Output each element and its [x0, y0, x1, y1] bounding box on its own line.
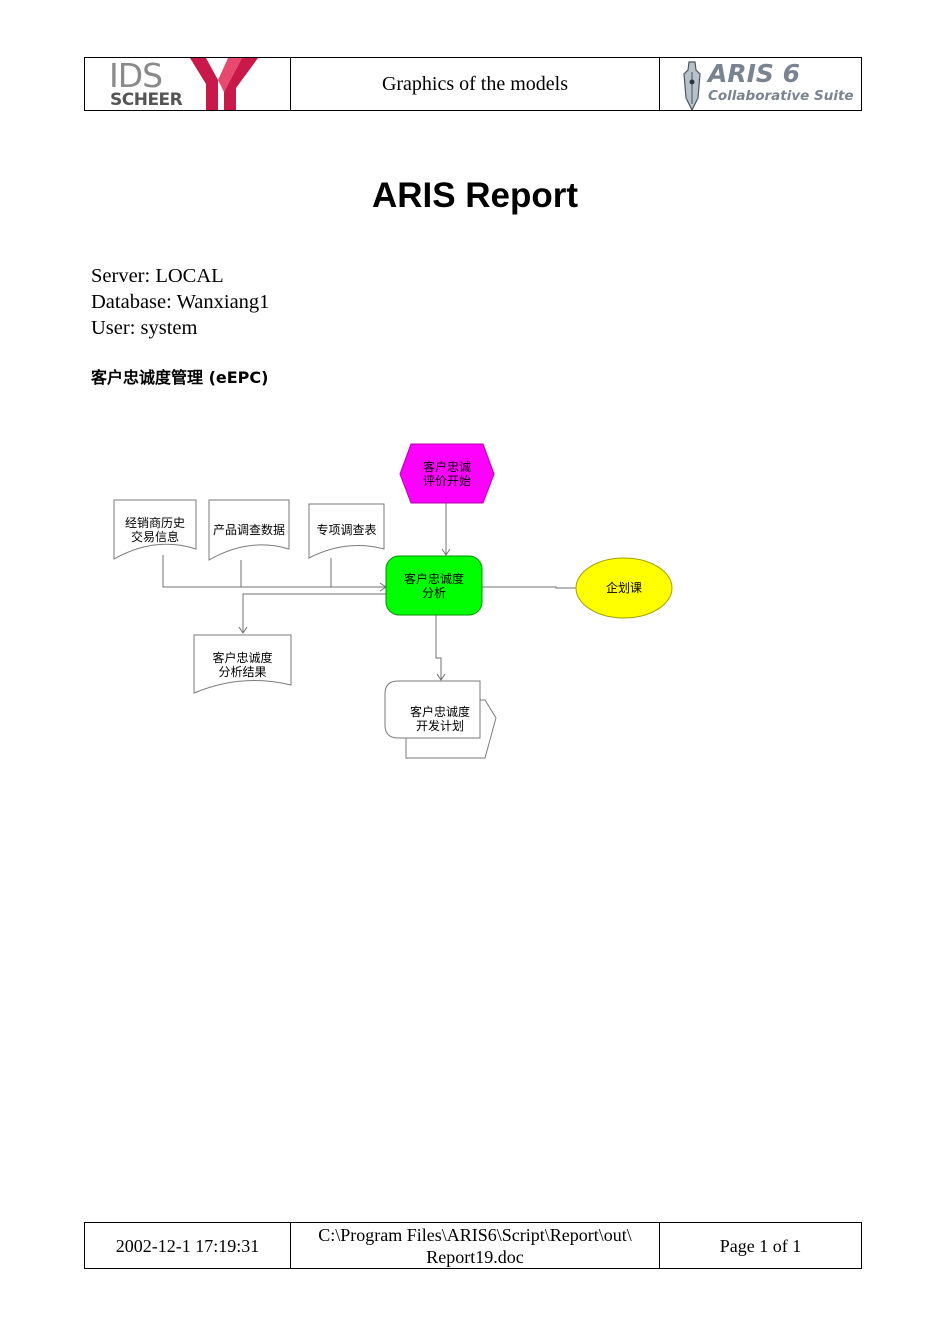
ids-logo-mark-icon	[190, 58, 258, 110]
org-unit-shape	[575, 557, 673, 619]
doc-result-shape	[193, 634, 292, 694]
function-analysis-shape	[385, 555, 483, 616]
event-start-label: 客户忠诚 评价开始	[422, 460, 471, 488]
doc-special-label: 专项调查表	[316, 523, 377, 537]
model-title: 客户忠诚度管理 (eEPC)	[91, 368, 269, 387]
arrowhead-analysis-to-result	[238, 626, 248, 634]
doc-result-label: 客户忠诚度 分析结果	[212, 651, 273, 679]
aris-pen-icon	[683, 61, 701, 110]
database-line: Database: Wanxiang1	[91, 291, 270, 313]
connector-analysis-to-plan	[435, 615, 442, 680]
aris-logo-subtitle: Collaborative Suite	[708, 88, 854, 104]
scheer-logo-text: SCHEER	[110, 90, 183, 110]
plan-front-shape	[384, 680, 481, 739]
connector-dealer-to-analysis	[162, 555, 386, 588]
ids-scheer-logo: IDS SCHEER	[85, 58, 290, 110]
connector-analysis-to-result	[242, 593, 386, 633]
arrowhead-analysis-to-plan	[436, 673, 446, 681]
doc-product-shape	[208, 499, 290, 561]
footer-datetime: 2002-12-1 17:19:31	[84, 1222, 291, 1269]
footer-table: 2002-12-1 17:19:31 C:\Program Files\ARIS…	[84, 1222, 862, 1269]
header-logo-cell: IDS SCHEER	[84, 57, 291, 111]
function-analysis-label: 客户忠诚度 分析	[403, 572, 464, 600]
doc-dealer-label: 经销商历史 交易信息	[124, 516, 185, 544]
aris-logo-title: ARIS 6	[708, 59, 801, 88]
arrowhead-start-to-analysis	[441, 548, 451, 556]
user-line: User: system	[91, 317, 198, 339]
org-unit-label: 企划课	[605, 581, 642, 595]
doc-special-shape	[308, 503, 385, 559]
connection-info: Server: LOCAL Database: Wanxiang1 User: …	[91, 263, 269, 341]
diagram-connectors	[162, 503, 584, 681]
footer-path: C:\Program Files\ARIS6\Script\Report\out…	[290, 1222, 660, 1269]
epc-diagram	[113, 443, 673, 759]
doc-dealer-shape	[113, 499, 197, 560]
connector-analysis-to-org	[482, 586, 578, 589]
footer-page: Page 1 of 1	[659, 1222, 862, 1269]
ids-logo-text: IDS	[109, 56, 163, 95]
doc-plan-label: 客户忠诚度 开发计划	[409, 705, 470, 733]
header-title: Graphics of the models	[290, 57, 660, 111]
server-line: Server: LOCAL	[91, 265, 224, 287]
header-table: IDS SCHEER Graphics of the models ARIS 6…	[84, 57, 862, 111]
document-title: ARIS Report	[371, 176, 579, 215]
aris-logo: ARIS 6 Collaborative Suite	[660, 58, 861, 110]
doc-product-label: 产品调查数据	[212, 523, 285, 537]
header-aris-cell: ARIS 6 Collaborative Suite	[659, 57, 862, 111]
event-start-shape	[399, 443, 495, 504]
